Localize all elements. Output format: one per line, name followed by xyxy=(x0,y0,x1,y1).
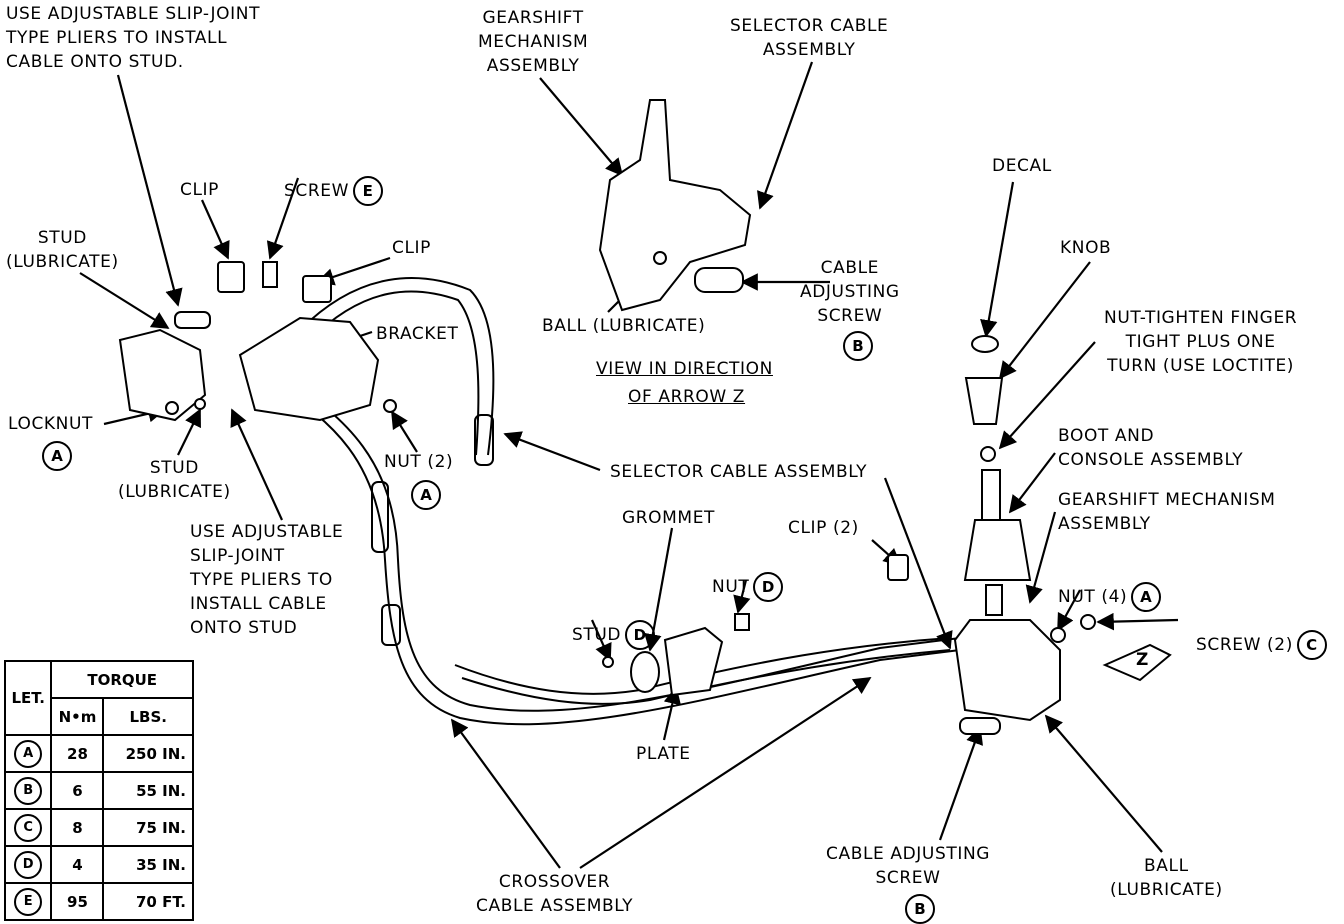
letter-e-badge: E xyxy=(353,176,384,206)
label-nut-tighten: NUT-TIGHTEN FINGER TIGHT PLUS ONE TURN (… xyxy=(1104,308,1298,376)
label-crossover-cable: CROSSOVER CABLE ASSEMBLY xyxy=(476,872,634,916)
screw-e-text: SCREW xyxy=(284,181,350,201)
parts xyxy=(118,99,1172,735)
label-bracket: BRACKET xyxy=(376,324,459,344)
letter-b-badge-top: B xyxy=(843,331,873,361)
letter-c-badge: C xyxy=(1296,630,1327,660)
label-plate: PLATE xyxy=(636,744,691,764)
label-knob: KNOB xyxy=(1060,238,1112,258)
label-decal: DECAL xyxy=(992,156,1052,176)
letter-b-badge: B xyxy=(14,776,43,805)
row-lbs: 55 IN. xyxy=(102,771,194,810)
row-letter: A xyxy=(3,734,53,773)
label-stud-lubricate-bottom: STUD (LUBRICATE) xyxy=(118,458,231,502)
row-letter: D xyxy=(3,845,53,884)
screw-2-text: SCREW (2) xyxy=(1196,635,1293,655)
label-clip-right: CLIP xyxy=(392,238,432,258)
label-locknut: LOCKNUT xyxy=(8,414,94,434)
row-nm: 28 xyxy=(50,734,105,773)
label-use-pliers-bottom: USE ADJUSTABLE SLIP-JOINT TYPE PLIERS TO… xyxy=(190,522,344,638)
label-ball-lubricate-top: BALL (LUBRICATE) xyxy=(542,316,706,336)
col-let-header: LET. xyxy=(3,660,53,736)
row-nm: 6 xyxy=(50,771,105,810)
torque-table: LET. TORQUE N•m LBS. A 28 250 IN. B 6 55… xyxy=(3,660,194,921)
row-letter: B xyxy=(3,771,53,810)
table-row: A 28 250 IN. xyxy=(3,734,194,773)
row-lbs: 75 IN. xyxy=(102,808,194,847)
col-lbs-header: LBS. xyxy=(102,697,194,736)
letter-a-badge-nut4: A xyxy=(1131,582,1162,612)
letter-a-badge-locknut: A xyxy=(42,441,72,471)
label-boot-console: BOOT AND CONSOLE ASSEMBLY xyxy=(1058,426,1244,470)
label-use-pliers-top: USE ADJUSTABLE SLIP-JOINT TYPE PLIERS TO… xyxy=(6,4,261,72)
letter-b-badge-bottom: B xyxy=(905,894,935,924)
row-nm: 8 xyxy=(50,808,105,847)
letter-a-badge: A xyxy=(14,739,43,768)
letter-a-badge-nut2: A xyxy=(411,480,441,510)
label-gearshift-top: GEARSHIFT MECHANISM ASSEMBLY xyxy=(478,8,589,76)
row-lbs: 250 IN. xyxy=(102,734,194,773)
label-clip-left: CLIP xyxy=(180,180,220,200)
label-view-direction: VIEW IN DIRECTION xyxy=(596,359,773,379)
stud-d-text: STUD xyxy=(572,625,622,645)
label-grommet: GROMMET xyxy=(622,508,716,528)
col-torque-header: TORQUE xyxy=(50,660,194,699)
nut-d-text: NUT xyxy=(712,577,750,597)
letter-d-badge-stud: D xyxy=(625,620,656,650)
letter-d-badge: D xyxy=(14,850,43,879)
row-nm: 95 xyxy=(50,882,105,921)
row-letter: E xyxy=(3,882,53,921)
label-nut-4: NUT (4)A xyxy=(1046,558,1162,612)
label-clip-2: CLIP (2) xyxy=(788,518,859,538)
letter-e-badge: E xyxy=(14,887,43,916)
table-row: E 95 70 FT. xyxy=(3,882,194,921)
nut-4-text: NUT (4) xyxy=(1058,587,1128,607)
label-arrow-z: OF ARROW Z xyxy=(628,387,746,407)
cables xyxy=(274,277,961,726)
label-gearshift-right: GEARSHIFT MECHANISM ASSEMBLY xyxy=(1058,490,1276,534)
label-cable-adjusting-bottom: CABLE ADJUSTING SCREW xyxy=(826,844,991,888)
label-stud-lubricate-top: STUD (LUBRICATE) xyxy=(6,228,119,272)
label-cable-adjusting-top: CABLE ADJUSTING SCREW xyxy=(800,258,900,326)
label-selector-cable-mid: SELECTOR CABLE ASSEMBLY xyxy=(610,462,868,482)
letter-c-badge: C xyxy=(14,813,43,842)
label-selector-cable-top: SELECTOR CABLE ASSEMBLY xyxy=(730,16,889,60)
table-row: C 8 75 IN. xyxy=(3,808,194,847)
label-screw-2: SCREW (2)C xyxy=(1184,606,1327,660)
row-nm: 4 xyxy=(50,845,105,884)
letter-d-badge-nut: D xyxy=(753,572,784,602)
table-row: D 4 35 IN. xyxy=(3,845,194,884)
label-ball-lubricate-bottom: BALL (LUBRICATE) xyxy=(1110,856,1223,900)
row-letter: C xyxy=(3,808,53,847)
table-row: B 6 55 IN. xyxy=(3,771,194,810)
col-nm-header: N•m xyxy=(50,697,105,736)
row-lbs: 70 FT. xyxy=(102,882,194,921)
row-lbs: 35 IN. xyxy=(102,845,194,884)
label-z-arrow: Z xyxy=(1136,650,1149,670)
label-nut-2: NUT (2) xyxy=(384,452,454,472)
